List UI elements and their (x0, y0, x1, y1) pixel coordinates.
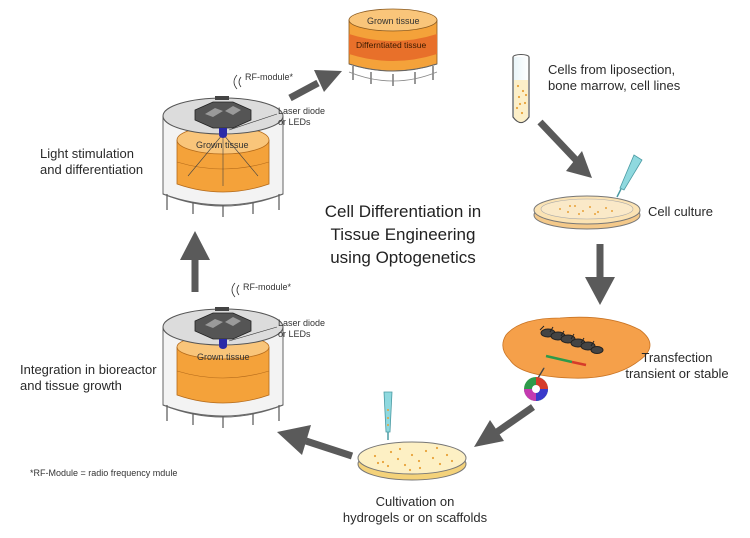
arrow-to-integration (277, 425, 354, 460)
cultivation-line-2: hydrogels or on scaffolds (342, 510, 488, 525)
arrow-to-differentiated-tissue (288, 70, 342, 102)
cells-source-line-2: bone marrow, cell lines (548, 78, 681, 93)
step-cultivation: Cultivation on hydrogels or on scaffolds (330, 494, 500, 526)
transfected-cells-icon (539, 325, 604, 354)
cultivation-line-1: Cultivation on (375, 494, 455, 509)
cells-source-line-1: Cells from liposection, (548, 62, 676, 77)
title-line-3: using Optogenetics (330, 248, 476, 267)
upper-laser-line-2: or LEDs (278, 117, 311, 127)
lower-laser-label: Laser diode or LEDs (278, 318, 325, 340)
bioreactor-lower (162, 282, 284, 428)
cell-culture-dish-icon (533, 154, 643, 230)
led-icon (219, 128, 227, 138)
step-transfection: Transfection transient or stable (622, 350, 732, 382)
arrow-to-stimulation (180, 231, 210, 292)
integration-line-2: and tissue growth (20, 378, 122, 393)
integration-line-1: Integration in bioreactor (20, 362, 157, 377)
lower-laser-line-1: Laser diode (278, 318, 326, 328)
lower-tissue-label: Grown tissue (197, 352, 250, 362)
stimulation-line-2: and differentiation (40, 162, 144, 177)
stimulation-line-1: Light stimulation (40, 146, 134, 161)
arrow-to-cultivation (474, 404, 535, 447)
arrow-to-transfection (585, 244, 615, 305)
step-stimulation: Light stimulation and differentiation (40, 146, 143, 178)
pipette-icon (383, 391, 393, 440)
transfection-line-1: Transfection (641, 350, 713, 365)
differentiated-tissue-cylinder (348, 8, 438, 86)
pipette-icon (616, 154, 643, 198)
lower-rf-module-label: RF-module* (243, 282, 292, 292)
upper-laser-line-1: Laser diode (278, 106, 326, 116)
transfection-line-2: transient or stable (625, 366, 729, 381)
bioreactor-upper (162, 74, 284, 217)
title-line-1: Cell Differentiation in (324, 202, 482, 221)
rf-signal-icon (233, 74, 242, 90)
footnote: *RF-Module = radio frequency mdule (30, 468, 178, 478)
diagram-title: Cell Differentiation in Tissue Engineeri… (300, 200, 506, 269)
step-cells-source: Cells from liposection, bone marrow, cel… (548, 62, 680, 94)
color-wheel-icon (524, 377, 548, 401)
lower-laser-line-2: or LEDs (278, 329, 311, 339)
step-cell-culture: Cell culture (648, 204, 714, 219)
arrow-to-cell-culture (537, 119, 592, 178)
test-tube-icon (512, 54, 530, 124)
upper-laser-label: Laser diode or LEDs (278, 106, 325, 128)
upper-rf-module-label: RF-module* (245, 72, 294, 82)
rf-signal-icon (231, 282, 240, 298)
title-line-2: Tissue Engineering (330, 225, 476, 244)
led-icon (219, 339, 227, 349)
grown-tissue-label: Grown tissue (367, 16, 420, 26)
step-integration: Integration in bioreactor and tissue gro… (20, 362, 157, 394)
cultivation-dish-icon (357, 391, 467, 481)
transfection-illustration (502, 316, 651, 401)
upper-tissue-label: Grown tissue (196, 140, 249, 150)
differentiated-tissue-label: Differntiated tissue (356, 40, 427, 50)
cycle-arrows (180, 70, 615, 460)
